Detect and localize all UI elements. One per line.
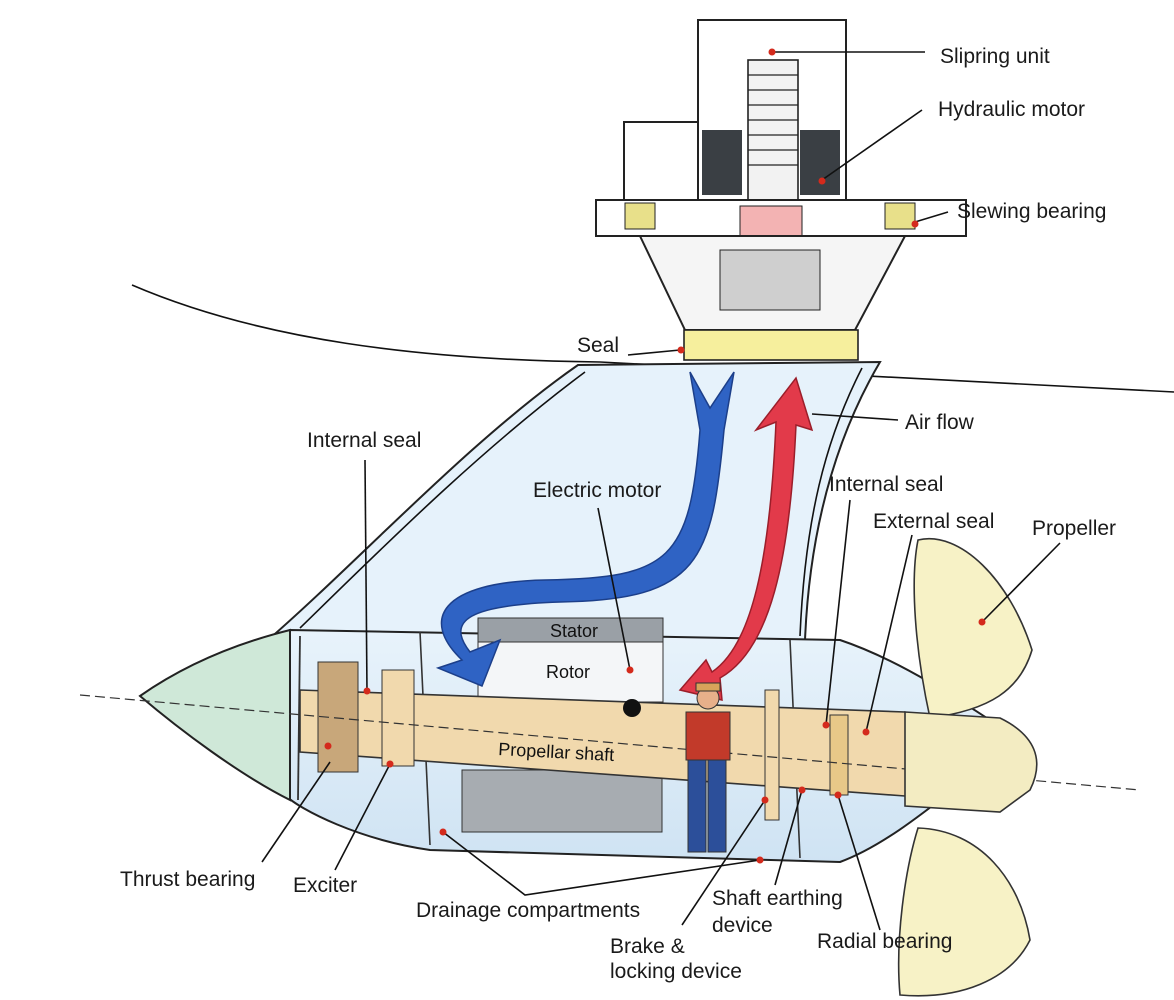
stator-lower — [461, 769, 663, 833]
label-drainage-compartments: Drainage compartments — [416, 899, 640, 922]
leader-airflow — [811, 413, 899, 421]
worker-figure — [623, 682, 731, 853]
label-electric-motor: Electric motor — [533, 479, 661, 502]
slewing-right — [884, 202, 916, 230]
label-radial-bearing: Radial bearing — [817, 930, 952, 953]
slewing-left — [624, 202, 656, 230]
leader-seal — [627, 349, 681, 356]
strut-inner-line-2 — [799, 367, 863, 637]
propeller-hub — [904, 711, 1038, 813]
leader-internal-seal-left — [364, 459, 368, 693]
leader-propeller — [981, 542, 1061, 623]
label-rotor: Rotor — [546, 662, 590, 682]
label-shaft-earthing-2: device — [712, 914, 773, 937]
stator-block — [477, 617, 664, 643]
label-internal-seal-right: Internal seal — [829, 473, 943, 496]
label-brake-2: locking device — [610, 960, 742, 983]
label-exciter: Exciter — [293, 874, 357, 897]
leader-shaft-earthing — [774, 789, 803, 886]
leader-drainage — [442, 831, 761, 896]
label-hydraulic-motor: Hydraulic motor — [938, 98, 1085, 121]
label-stator: Stator — [550, 621, 598, 641]
gear-block — [719, 249, 821, 311]
radial-bearing-block — [829, 714, 849, 796]
leader-brake — [681, 799, 766, 926]
marker-dots — [324, 48, 986, 864]
leader-slewing — [914, 211, 949, 223]
leader-internal-seal-right — [825, 499, 851, 726]
brake-disk — [764, 689, 780, 821]
label-internal-seal-left: Internal seal — [307, 429, 421, 452]
leader-electric-motor — [597, 507, 631, 671]
leader-exciter — [334, 763, 391, 871]
hydraulic-motor-right — [800, 130, 840, 195]
base-ring — [683, 329, 859, 361]
slipring-column — [747, 59, 799, 201]
label-air-flow: Air flow — [905, 411, 975, 434]
leader-external-seal — [865, 534, 913, 733]
leader-radial-bearing — [837, 794, 881, 931]
side-cabinet — [623, 121, 699, 201]
propeller-blade-lower — [897, 827, 1031, 997]
label-shaft-earthing-1: Shaft earthing — [712, 887, 843, 910]
hydraulic-motor-left — [702, 130, 742, 195]
label-slewing-bearing: Slewing bearing — [957, 200, 1106, 223]
leader-thrust-bearing — [261, 761, 331, 863]
nose-cone — [138, 628, 291, 802]
hull-line — [131, 284, 1174, 393]
label-thrust-bearing: Thrust bearing — [120, 868, 255, 891]
label-external-seal: External seal — [873, 510, 994, 533]
label-seal: Seal — [577, 334, 619, 357]
cold-air-arrow — [435, 371, 735, 687]
propeller-blade-upper — [913, 537, 1033, 719]
warm-air-arrow — [678, 376, 814, 701]
label-brake-1: Brake & — [610, 935, 685, 958]
label-propeller: Propeller — [1032, 517, 1116, 540]
label-slipring-unit: Slipring unit — [940, 45, 1050, 68]
bulkhead-1 — [297, 635, 301, 801]
exciter-disk — [381, 669, 415, 767]
leader-hydraulic — [821, 109, 923, 181]
strut-inner-line — [299, 371, 586, 629]
